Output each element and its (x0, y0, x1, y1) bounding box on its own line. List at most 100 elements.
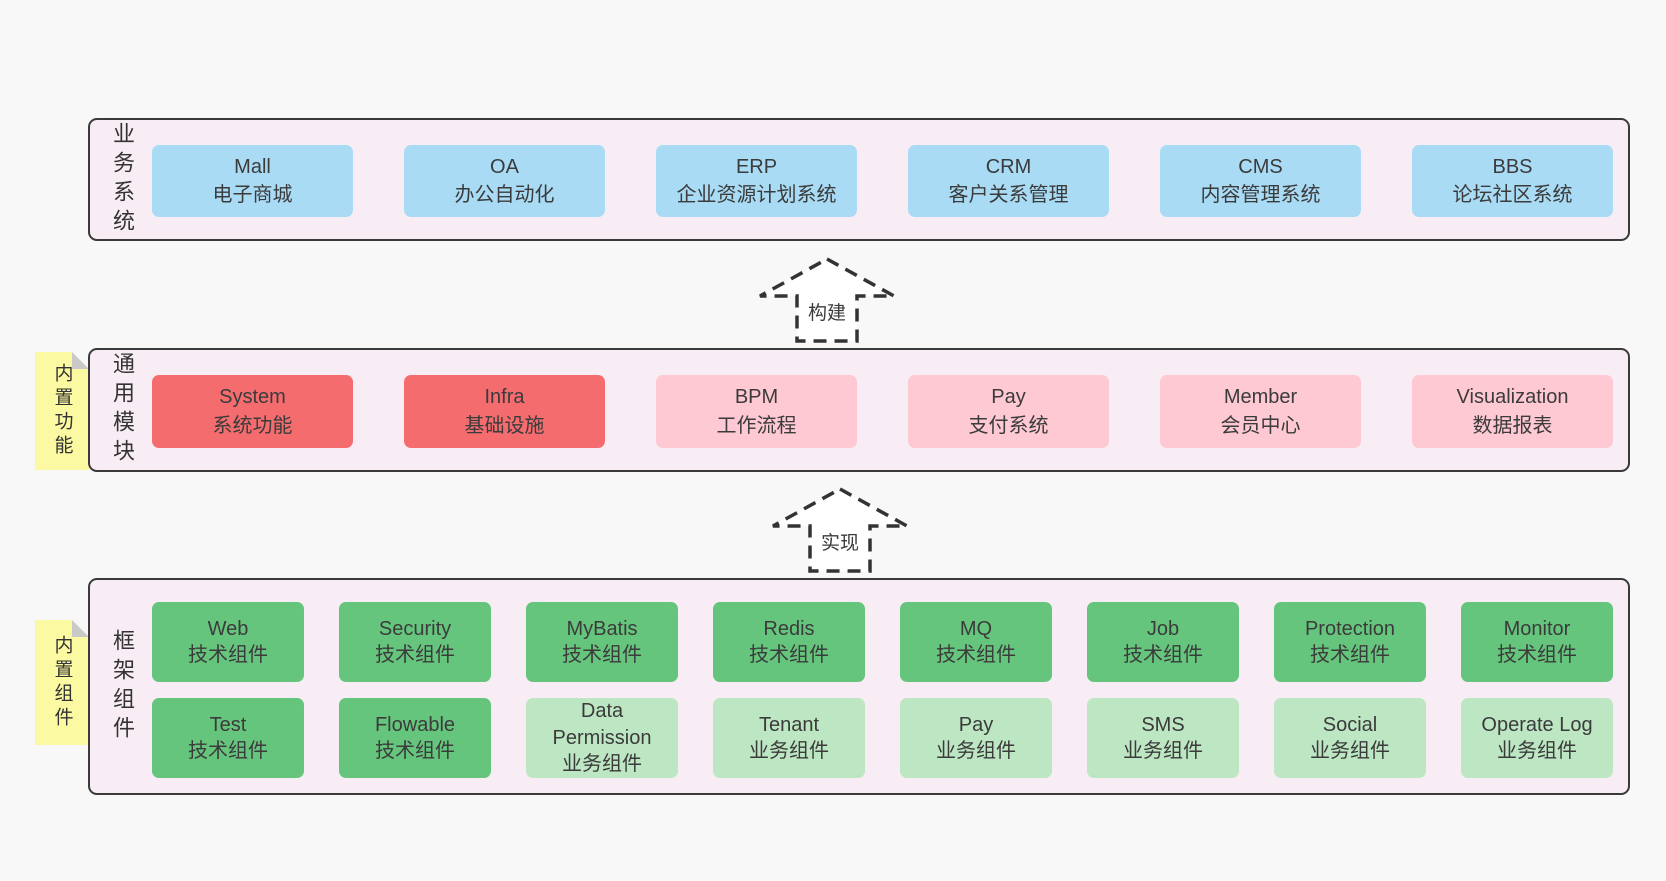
box-title: BBS (1492, 155, 1533, 178)
business-systems-label: 业务系统 (110, 121, 135, 238)
box-title: Social (1322, 713, 1378, 736)
box-social: Social 业务组件 (1274, 698, 1426, 778)
box-title: Tenant (758, 713, 820, 736)
box-subtitle: 业务组件 (936, 740, 1016, 762)
build-arrow-icon: 构建 (757, 256, 897, 344)
box-sms: SMS 业务组件 (1087, 698, 1239, 778)
box-title: Monitor (1503, 617, 1571, 640)
box-title: SMS (1141, 713, 1185, 736)
box-job: Job 技术组件 (1087, 602, 1239, 682)
box-title: BPM (734, 386, 779, 409)
box-title: MQ (959, 617, 993, 640)
box-subtitle: 技术组件 (188, 644, 268, 666)
box-flowable: Flowable 技术组件 (339, 698, 491, 778)
box-subtitle: 企业资源计划系统 (676, 184, 837, 206)
box-subtitle: 业务组件 (1310, 740, 1390, 762)
box-subtitle: 工作流程 (716, 414, 797, 437)
box-subtitle: 客户关系管理 (948, 184, 1069, 206)
box-web: Web 技术组件 (152, 602, 304, 682)
box-subtitle: 会员中心 (1220, 414, 1301, 437)
box-security: Security 技术组件 (339, 602, 491, 682)
box-subtitle: 技术组件 (936, 644, 1016, 666)
box-monitor: Monitor 技术组件 (1461, 602, 1613, 682)
box-title: Operate Log (1481, 713, 1593, 736)
box-bpm: BPM 工作流程 (656, 375, 857, 448)
box-subtitle: 业务组件 (749, 740, 829, 762)
box-subtitle: 技术组件 (749, 644, 829, 666)
box-title: Pay (958, 713, 994, 736)
components-row-1: Web 技术组件 Security 技术组件 MyBatis 技术组件 Redi… (152, 602, 1613, 682)
builtin-components-sticky-note: 内置组件 (35, 620, 89, 745)
box-system: System 系统功能 (152, 375, 353, 448)
box-pay-module: Pay 支付系统 (908, 375, 1109, 448)
box-title: Job (1146, 617, 1180, 640)
box-subtitle: 业务组件 (1123, 740, 1203, 762)
box-title: Data Permission (552, 700, 652, 749)
box-title: ERP (735, 155, 778, 178)
implement-arrow-label: 实现 (817, 528, 863, 555)
builtin-functions-sticky-note: 内置功能 (35, 352, 89, 470)
box-subtitle: 技术组件 (562, 644, 642, 666)
implement-arrow-icon: 实现 (770, 486, 910, 574)
box-subtitle: 电子商城 (212, 184, 293, 206)
box-title: MyBatis (566, 617, 638, 640)
box-title: Infra (484, 386, 525, 409)
box-title: System (219, 386, 286, 409)
box-operate-log: Operate Log 业务组件 (1461, 698, 1613, 778)
box-mybatis: MyBatis 技术组件 (526, 602, 678, 682)
box-title: Test (209, 713, 247, 736)
box-tenant: Tenant 业务组件 (713, 698, 865, 778)
box-title: Web (207, 617, 249, 640)
box-mq: MQ 技术组件 (900, 602, 1052, 682)
box-member: Member 会员中心 (1160, 375, 1361, 448)
components-row-2: Test 技术组件 Flowable 技术组件 Data Permission … (152, 698, 1613, 778)
box-subtitle: 技术组件 (375, 740, 455, 762)
box-redis: Redis 技术组件 (713, 602, 865, 682)
business-systems-panel: 业务系统 Mall 电子商城 OA 办公自动化 ERP 企业资源计划系统 CRM… (88, 118, 1630, 241)
box-subtitle: 技术组件 (375, 644, 455, 666)
box-protection: Protection 技术组件 (1274, 602, 1426, 682)
box-subtitle: 数据报表 (1472, 414, 1553, 437)
box-title: Member (1223, 386, 1298, 409)
box-subtitle: 技术组件 (1310, 644, 1390, 666)
box-subtitle: 技术组件 (188, 740, 268, 762)
box-test: Test 技术组件 (152, 698, 304, 778)
box-title: Mall (234, 155, 271, 178)
box-erp: ERP 企业资源计划系统 (656, 145, 857, 217)
box-infra: Infra 基础设施 (404, 375, 605, 448)
build-arrow-label: 构建 (804, 298, 850, 325)
box-title: OA (490, 155, 519, 178)
box-subtitle: 基础设施 (464, 414, 545, 437)
box-bbs: BBS 论坛社区系统 (1412, 145, 1613, 217)
framework-components-panel: 框架组件 Web 技术组件 Security 技术组件 MyBatis 技术组件… (88, 578, 1630, 795)
box-data-permission: Data Permission 业务组件 (526, 698, 678, 778)
box-title: CMS (1238, 155, 1283, 178)
box-subtitle: 论坛社区系统 (1452, 184, 1573, 206)
box-subtitle: 业务组件 (562, 753, 642, 776)
box-subtitle: 内容管理系统 (1200, 184, 1321, 206)
framework-components-label: 框架组件 (110, 628, 135, 745)
builtin-components-label: 内置组件 (51, 634, 73, 731)
box-subtitle: 支付系统 (968, 414, 1049, 437)
box-visualization: Visualization 数据报表 (1412, 375, 1613, 448)
framework-components-boxes: Web 技术组件 Security 技术组件 MyBatis 技术组件 Redi… (152, 602, 1613, 778)
box-title: CRM (985, 155, 1032, 178)
common-modules-panel: 通用模块 System 系统功能 Infra 基础设施 BPM 工作流程 Pay… (88, 348, 1630, 472)
box-title: Visualization (1456, 386, 1569, 409)
box-oa: OA 办公自动化 (404, 145, 605, 217)
business-systems-boxes: Mall 电子商城 OA 办公自动化 ERP 企业资源计划系统 CRM 客户关系… (152, 145, 1613, 217)
box-title: Security (378, 617, 452, 640)
box-subtitle: 业务组件 (1497, 740, 1577, 762)
box-subtitle: 办公自动化 (454, 184, 555, 206)
common-modules-boxes: System 系统功能 Infra 基础设施 BPM 工作流程 Pay 支付系统… (152, 375, 1613, 448)
box-title: Pay (991, 386, 1026, 409)
box-title: Protection (1304, 617, 1396, 640)
box-pay-component: Pay 业务组件 (900, 698, 1052, 778)
common-modules-label: 通用模块 (110, 352, 135, 468)
builtin-functions-label: 内置功能 (51, 363, 73, 459)
box-title: Flowable (374, 713, 456, 736)
box-mall: Mall 电子商城 (152, 145, 353, 217)
box-cms: CMS 内容管理系统 (1160, 145, 1361, 217)
box-title: Redis (763, 617, 815, 640)
box-subtitle: 技术组件 (1497, 644, 1577, 666)
